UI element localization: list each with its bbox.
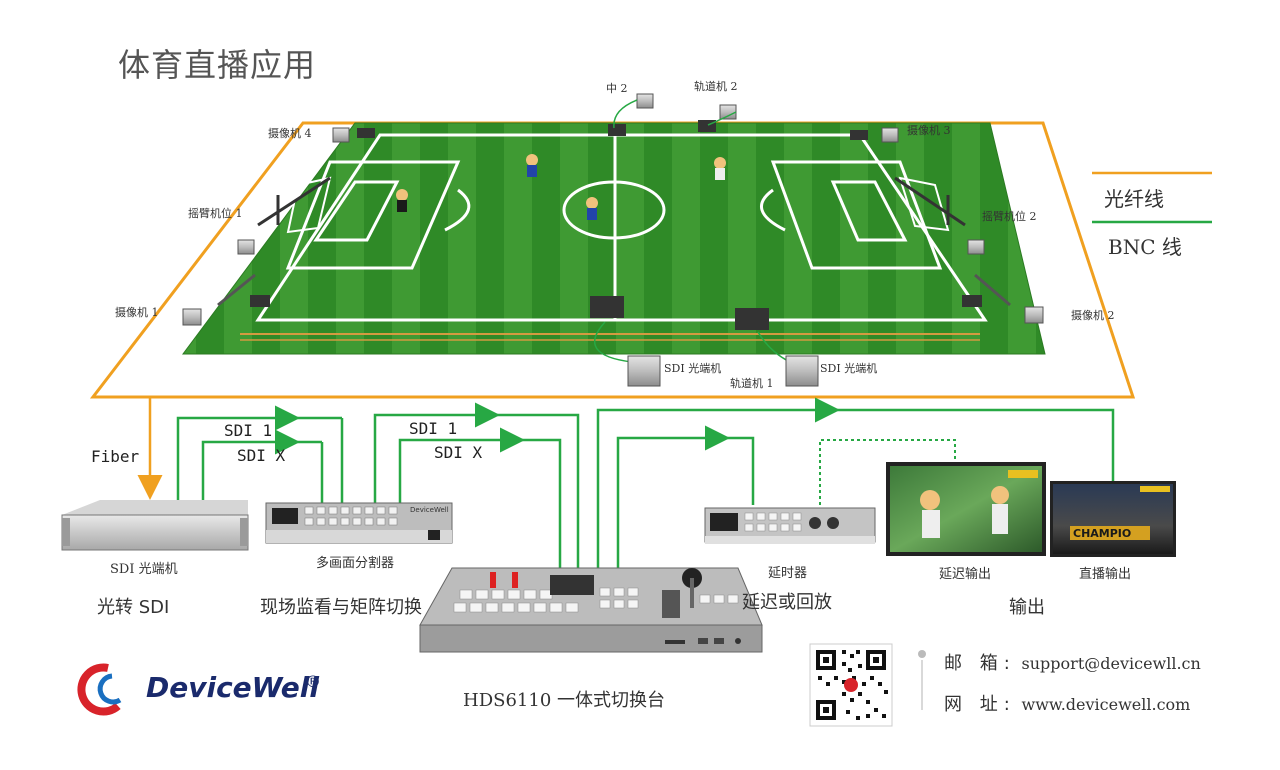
live-output-label: 直播输出 bbox=[1079, 567, 1132, 582]
multiviewer-caption: 现场监看与矩阵切换 bbox=[260, 597, 422, 618]
switcher-device bbox=[419, 567, 763, 653]
delay-caption: 延迟或回放 bbox=[742, 592, 832, 613]
cranes bbox=[217, 176, 1011, 307]
label-mid-2: 中 2 bbox=[606, 82, 628, 95]
multiviewer-device bbox=[265, 502, 453, 544]
label-camera-4: 摄像机 4 bbox=[268, 127, 312, 140]
pitch-markings bbox=[255, 133, 988, 322]
sdi-fiber-box-a bbox=[627, 355, 661, 387]
label-camera-1: 摄像机 1 bbox=[115, 306, 159, 319]
live-output-monitor bbox=[1050, 481, 1176, 557]
signal-fiber: Fiber bbox=[91, 447, 140, 466]
logo-mark bbox=[77, 663, 122, 716]
delay-output-monitor bbox=[886, 462, 1046, 556]
logo-wordmark: DeviceWell bbox=[146, 671, 319, 704]
cameras bbox=[250, 120, 982, 330]
delay-output-label: 延迟输出 bbox=[939, 567, 992, 582]
label-crane-2: 摇臂机位 2 bbox=[982, 210, 1037, 223]
screen-banner: CHAMPIO bbox=[1073, 527, 1132, 540]
label-crane-1: 摇臂机位 1 bbox=[188, 207, 243, 220]
page-title: 体育直播应用 bbox=[118, 46, 317, 84]
contact-mail-value[interactable]: support@devicewll.cn bbox=[1021, 654, 1201, 673]
label-rail-2: 轨道机 2 bbox=[694, 80, 738, 93]
players bbox=[396, 154, 726, 220]
multiviewer-brand: DeviceWell bbox=[410, 506, 449, 514]
label-rail-1: 轨道机 1 bbox=[730, 377, 774, 390]
signal-sdi1-a: SDI 1 bbox=[224, 421, 273, 440]
contact-web-key: 网 址: bbox=[944, 694, 1016, 715]
legend-bnc-label: BNC 线 bbox=[1108, 235, 1182, 259]
fiber-receiver-label: SDI 光端机 bbox=[110, 562, 178, 577]
sdi-lines bbox=[176, 397, 1115, 568]
contact-mail-row: 邮 箱: support@devicewll.cn bbox=[944, 649, 1201, 675]
output-caption: 输出 bbox=[1009, 597, 1045, 618]
contact-web-row: 网 址: www.devicewell.com bbox=[944, 690, 1190, 716]
switcher-caption: HDS6110 一体式切换台 bbox=[463, 690, 665, 711]
qr-code bbox=[809, 643, 893, 727]
multiviewer-label: 多画面分割器 bbox=[316, 556, 395, 571]
delay-dotted-link bbox=[819, 439, 956, 505]
fiber-receiver-caption: 光转 SDI bbox=[97, 597, 170, 618]
signal-sdix-a: SDI X bbox=[237, 446, 286, 465]
delay-device bbox=[704, 507, 876, 544]
label-camera-2: 摄像机 2 bbox=[1071, 309, 1115, 322]
delay-label: 延时器 bbox=[768, 566, 808, 581]
sdi-fiber-box-b bbox=[785, 355, 819, 387]
fiber-units bbox=[182, 93, 1044, 326]
contact-web-value[interactable]: www.devicewell.com bbox=[1021, 695, 1191, 714]
label-camera-3: 摄像机 3 bbox=[907, 124, 951, 137]
contact-mail-key: 邮 箱: bbox=[944, 653, 1016, 674]
logo-registered-mark: ® bbox=[305, 672, 321, 691]
legend-fiber-label: 光纤线 bbox=[1104, 187, 1164, 211]
label-sdi-fiber-b: SDI 光端机 bbox=[820, 362, 878, 375]
signal-sdi1-b: SDI 1 bbox=[409, 419, 458, 438]
signal-sdix-b: SDI X bbox=[434, 443, 483, 462]
fiber-receiver-device bbox=[61, 500, 249, 551]
label-sdi-fiber-a: SDI 光端机 bbox=[664, 362, 722, 375]
